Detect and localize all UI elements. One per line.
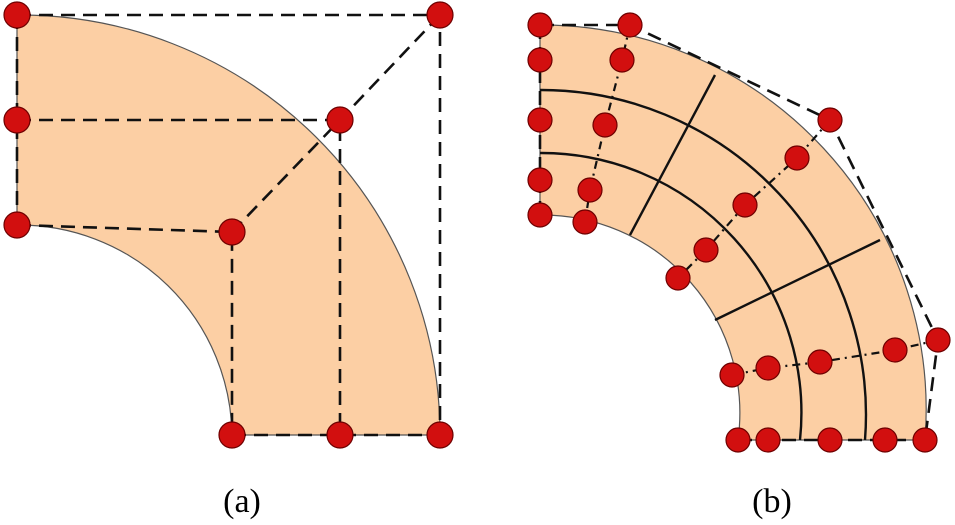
control-point	[426, 1, 454, 29]
control-point	[3, 211, 31, 239]
control-point	[807, 349, 833, 375]
control-point	[719, 362, 745, 388]
panel-b-caption: (b)	[752, 483, 792, 520]
panel-b-spoke-1	[628, 74, 717, 236]
control-point	[912, 427, 938, 453]
control-point	[218, 218, 246, 246]
control-point	[609, 47, 635, 73]
control-point	[527, 47, 553, 73]
panel-a: (a)	[3, 1, 454, 520]
panel-a-middle-net	[17, 118, 342, 435]
control-point	[732, 192, 758, 218]
control-point	[725, 427, 751, 453]
panel-b-mesh-spokes	[628, 74, 881, 322]
panel-b-arc-2	[539, 151, 803, 441]
control-point	[527, 202, 553, 228]
control-point	[755, 427, 781, 453]
control-point	[3, 106, 31, 134]
panel-b-arc-1	[539, 88, 868, 441]
panel-a-caption: (a)	[223, 483, 261, 520]
control-point	[326, 106, 354, 134]
control-point	[527, 12, 553, 38]
panel-b-spoke-2	[714, 238, 881, 322]
control-point	[925, 327, 951, 353]
panel-b: (b)	[527, 12, 951, 520]
control-point	[755, 355, 781, 381]
panel-b-control-points	[527, 12, 951, 453]
panel-b-mesh-arcs	[539, 88, 868, 441]
control-point	[527, 167, 553, 193]
control-point	[784, 145, 810, 171]
panel-a-control-points	[3, 1, 454, 449]
control-point	[592, 112, 618, 138]
control-point	[3, 1, 31, 29]
control-point	[872, 427, 898, 453]
panel-a-inner-net	[16, 223, 234, 435]
control-point	[527, 107, 553, 133]
control-point	[218, 421, 246, 449]
control-point	[617, 12, 643, 38]
control-point	[426, 421, 454, 449]
control-point	[665, 265, 691, 291]
control-point	[326, 421, 354, 449]
control-point	[572, 209, 598, 235]
control-point	[693, 237, 719, 263]
control-point	[817, 427, 843, 453]
control-point	[577, 177, 603, 203]
control-point	[882, 337, 908, 363]
control-point	[817, 107, 843, 133]
